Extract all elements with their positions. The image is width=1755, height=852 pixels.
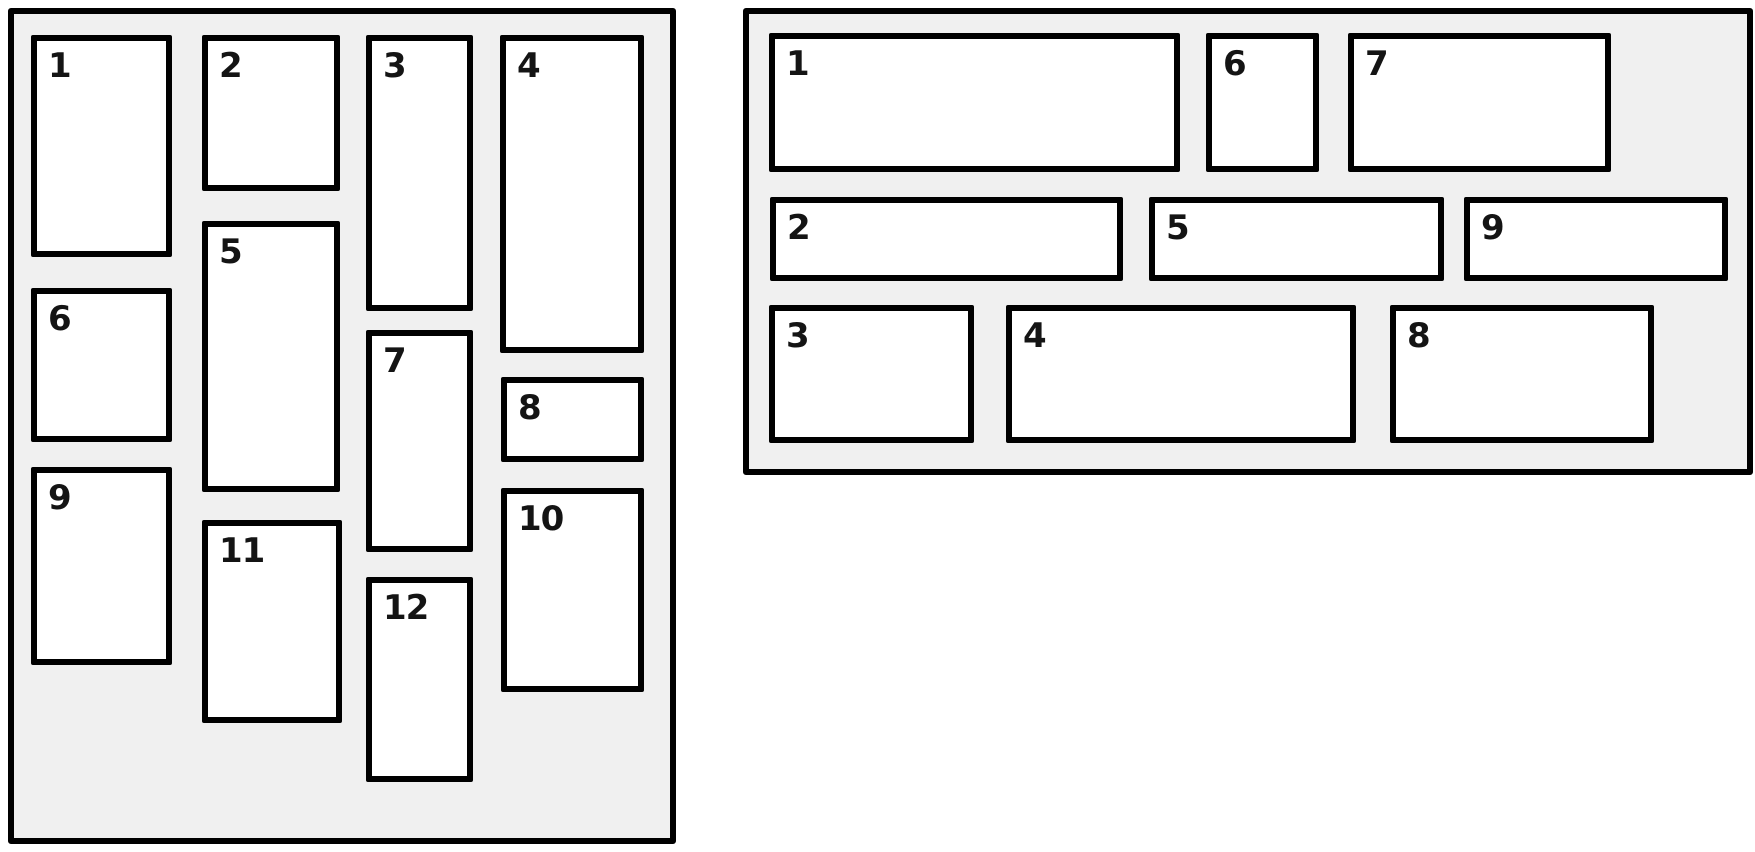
right-box-5: 5	[1149, 197, 1444, 281]
left-box-12: 12	[366, 577, 473, 782]
right-box-6-label: 6	[1223, 44, 1247, 84]
left-box-5: 5	[202, 221, 340, 492]
left-box-3-label: 3	[383, 46, 407, 86]
right-box-3-label: 3	[786, 316, 810, 356]
left-box-4: 4	[500, 35, 644, 353]
right-box-2-label: 2	[787, 208, 811, 248]
left-box-7: 7	[366, 330, 473, 552]
right-box-8-label: 8	[1407, 316, 1431, 356]
left-box-11: 11	[202, 520, 342, 723]
left-box-8: 8	[501, 377, 644, 462]
right-box-8: 8	[1390, 305, 1654, 443]
left-box-1-label: 1	[48, 46, 72, 86]
left-box-10: 10	[501, 488, 644, 692]
left-box-6: 6	[31, 288, 172, 442]
right-box-6: 6	[1206, 33, 1319, 172]
left-box-4-label: 4	[517, 46, 541, 86]
left-box-2: 2	[202, 35, 340, 191]
left-box-12-label: 12	[383, 588, 429, 628]
left-box-9-label: 9	[48, 478, 72, 518]
right-masonry-rows-panel: 1 2 3 4 5 6 7 8 9	[743, 8, 1753, 475]
left-box-3: 3	[366, 35, 473, 311]
left-box-2-label: 2	[219, 46, 243, 86]
left-box-10-label: 10	[518, 499, 564, 539]
right-box-3: 3	[769, 305, 974, 443]
left-masonry-columns-panel: 1 2 3 4 5 6 7 8 9 10 11 12	[8, 8, 676, 844]
left-box-11-label: 11	[219, 531, 265, 571]
left-box-6-label: 6	[48, 299, 72, 339]
right-box-9: 9	[1464, 197, 1728, 281]
left-box-7-label: 7	[383, 341, 407, 381]
right-box-1: 1	[769, 33, 1180, 172]
left-box-1: 1	[31, 35, 172, 257]
right-box-2: 2	[770, 197, 1123, 281]
right-box-7: 7	[1348, 33, 1611, 172]
right-box-9-label: 9	[1481, 208, 1505, 248]
right-box-4: 4	[1006, 305, 1356, 443]
right-box-4-label: 4	[1023, 316, 1047, 356]
left-box-5-label: 5	[219, 232, 243, 272]
left-box-9: 9	[31, 467, 172, 665]
right-box-7-label: 7	[1365, 44, 1389, 84]
left-box-8-label: 8	[518, 388, 542, 428]
right-box-5-label: 5	[1166, 208, 1190, 248]
right-box-1-label: 1	[786, 44, 810, 84]
